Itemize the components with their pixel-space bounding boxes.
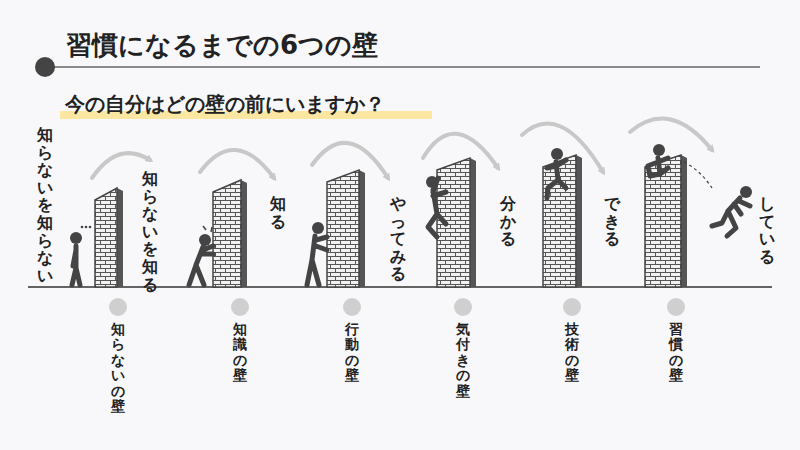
- drawing-part: [72, 246, 80, 285]
- stage-label: やってみる: [390, 195, 406, 283]
- title: 習慣になるまでの6つの壁: [66, 28, 378, 63]
- drawing-part: [109, 298, 127, 316]
- drawing-part: [199, 234, 211, 246]
- brick-wall: [543, 155, 576, 287]
- drawing-part: [189, 246, 213, 285]
- drawing-part: [72, 158, 750, 285]
- drawing-part: [312, 222, 324, 234]
- drawing-part: [648, 158, 668, 176]
- drawing-part: [307, 236, 327, 285]
- drawing-part: [109, 298, 685, 316]
- brick-wall: [95, 188, 117, 287]
- wall-name: 知らないの壁: [111, 322, 125, 414]
- drawing-part: [70, 232, 82, 244]
- drawing-part: [684, 162, 712, 188]
- drawing-part: [454, 298, 472, 316]
- drawing-part: [70, 144, 752, 246]
- brick-wall: [327, 170, 359, 287]
- subtitle: 今の自分はどの壁の前にいますか？: [65, 91, 385, 118]
- wall-name: 行動の壁: [345, 322, 359, 384]
- stage-label: できる: [604, 195, 620, 248]
- wall-side: [681, 155, 687, 287]
- wall-name: 習慣の壁: [669, 322, 683, 384]
- drawing-part: [200, 150, 274, 178]
- drawing-part: [203, 226, 212, 232]
- drawing-part: [563, 298, 581, 316]
- stage-label: 知らないを知らない: [37, 126, 53, 284]
- drawing-part: [423, 134, 498, 168]
- drawing-part: [92, 153, 150, 178]
- drawing-part: [547, 160, 566, 198]
- wall-side: [359, 170, 365, 287]
- drawing-part: [85, 226, 88, 229]
- stage-label: 知る: [270, 195, 286, 230]
- drawing-part: [667, 298, 685, 316]
- drawing-part: [231, 298, 249, 316]
- drawing-part: [426, 176, 438, 188]
- wall-name: 気付きの壁: [456, 322, 470, 399]
- drawing-part: [81, 226, 84, 229]
- drawing-part: [45, 66, 760, 68]
- drawing-part: [35, 57, 55, 77]
- wall-side: [470, 158, 476, 287]
- drawing-part: [712, 198, 750, 236]
- wall-side: [241, 180, 247, 287]
- drawing-part: [551, 148, 563, 160]
- wall-side: [117, 188, 123, 287]
- wall-name: 知識の壁: [233, 322, 247, 384]
- drawing-part: [95, 155, 687, 287]
- stage-label: 分かる: [500, 195, 516, 248]
- drawing-part: [630, 119, 712, 150]
- drawing-part: [740, 186, 752, 198]
- drawing-part: [89, 226, 92, 229]
- drawing-part: [343, 298, 361, 316]
- stage-label: 知らないを知る: [142, 170, 158, 293]
- wall-name: 技術の壁: [565, 322, 579, 384]
- brick-wall: [213, 180, 241, 287]
- drawing-part: [92, 119, 712, 178]
- wall-side: [576, 155, 582, 287]
- drawing-part: [312, 143, 388, 178]
- stage-label: している: [759, 195, 775, 265]
- brick-wall: [645, 155, 681, 287]
- drawing-part: [653, 144, 665, 156]
